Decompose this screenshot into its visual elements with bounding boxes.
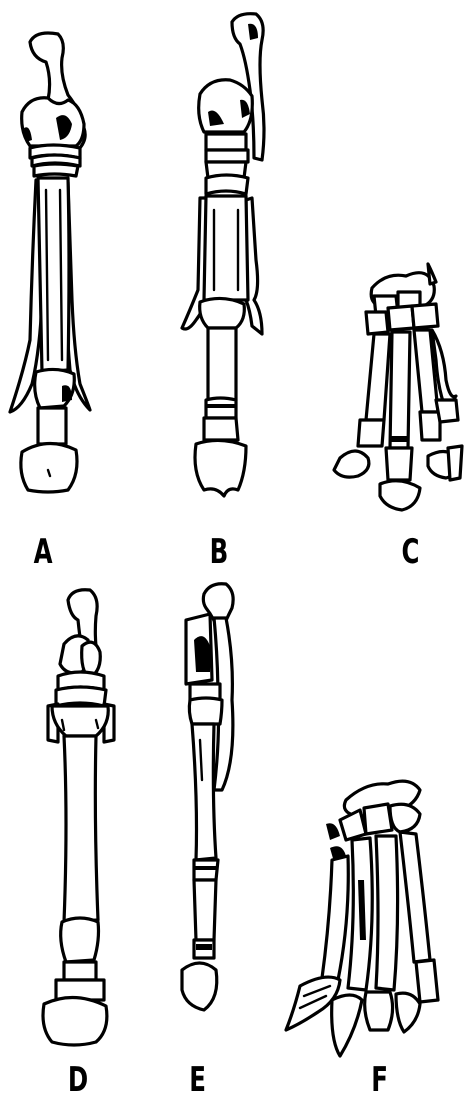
limb-e-illustration	[182, 584, 233, 1010]
limb-f-illustration	[286, 781, 438, 1056]
label-b: B	[210, 532, 229, 571]
label-e: E	[189, 1060, 206, 1097]
limb-a-illustration	[10, 33, 90, 492]
label-f: F	[371, 1060, 388, 1097]
label-c: C	[401, 532, 419, 571]
limb-b-illustration	[182, 14, 264, 496]
limb-c-illustration	[334, 264, 462, 510]
limb-d-illustration	[43, 590, 114, 1045]
label-d: D	[68, 1060, 88, 1097]
label-a: A	[34, 532, 53, 571]
